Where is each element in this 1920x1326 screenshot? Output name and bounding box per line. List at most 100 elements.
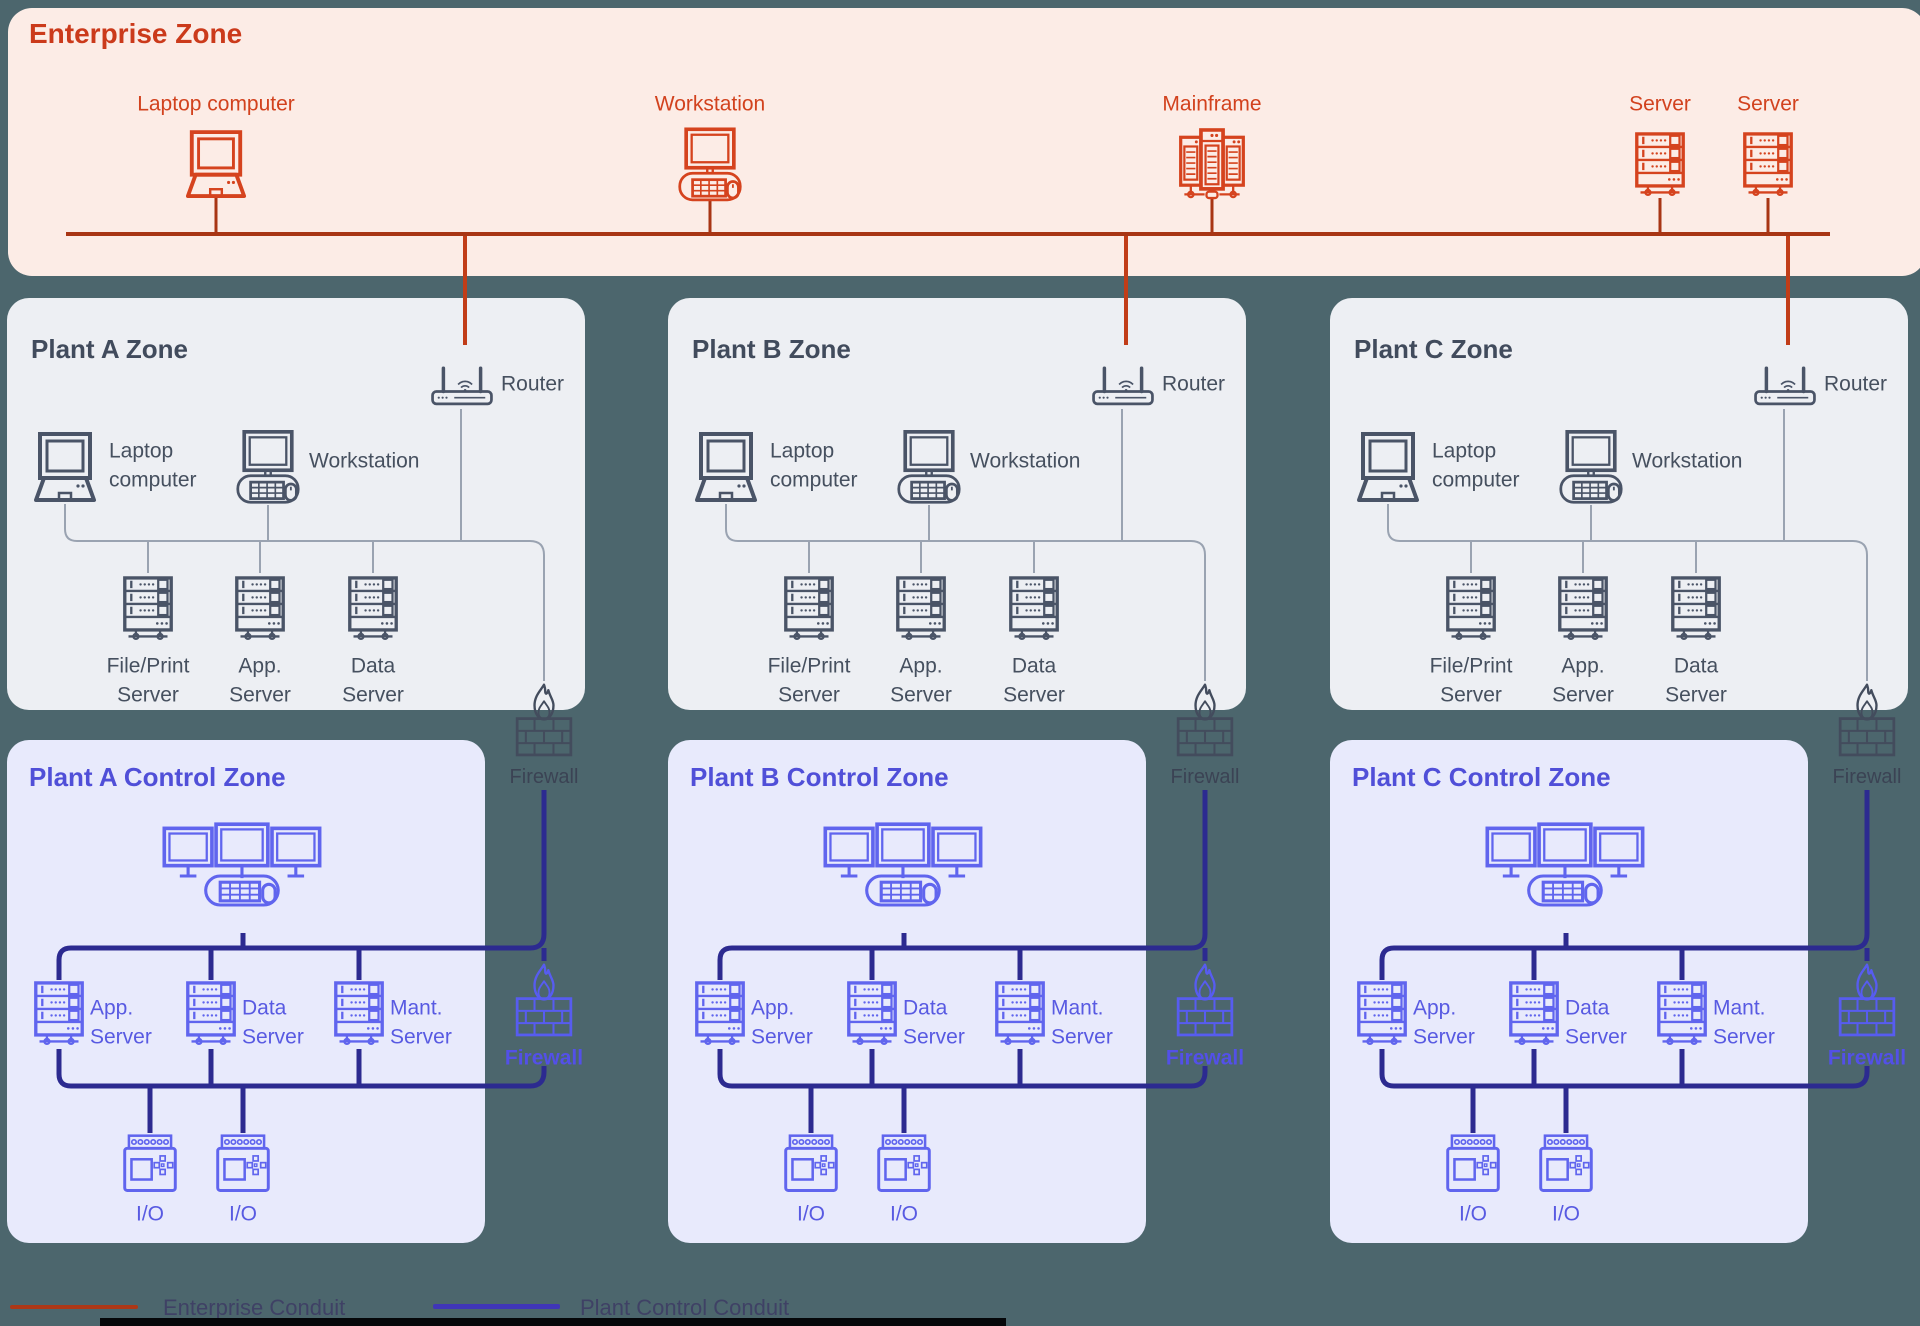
router-label: Router — [1824, 372, 1888, 396]
io-module-icon — [784, 1134, 838, 1193]
laptop-label: computer — [770, 468, 858, 492]
enterprise-zone-panel — [8, 8, 1920, 276]
plant-zone-title: Plant B Zone — [692, 334, 851, 364]
workstation-label: Workstation — [309, 449, 420, 473]
router-label: Router — [501, 372, 565, 396]
server-icon — [694, 980, 746, 1049]
router-label: Router — [1162, 372, 1226, 396]
server-icon — [185, 980, 237, 1049]
control-server-label: App. — [1413, 996, 1457, 1020]
io-module-icon — [123, 1134, 177, 1193]
plant-server-label: Server — [778, 683, 840, 707]
firewall-label: Firewall — [509, 766, 579, 788]
workstation-icon — [1558, 430, 1624, 505]
server-icon — [33, 980, 85, 1049]
plant-zone-title: Plant A Zone — [31, 334, 188, 364]
io-module-icon — [877, 1134, 931, 1193]
enterprise-zone-title: Enterprise Zone — [29, 18, 243, 49]
server-icon — [1557, 575, 1609, 644]
plant-zone-panel-0 — [7, 298, 585, 710]
control-server-label: App. — [90, 996, 134, 1020]
control-server-label: Data — [242, 996, 287, 1020]
control-server-label: Server — [1051, 1025, 1113, 1049]
firewall-label: Firewall — [1170, 766, 1240, 788]
server-icon — [846, 980, 898, 1049]
server-icon — [1445, 575, 1497, 644]
workstation-label: Workstation — [970, 449, 1081, 473]
hmi-workstation-icon — [162, 818, 324, 934]
firewall-label: Firewall — [504, 1046, 584, 1070]
server-icon — [1008, 575, 1060, 644]
workstation-icon — [235, 430, 301, 505]
control-server-label: Server — [90, 1025, 152, 1049]
plant-server-label: File/Print — [767, 654, 851, 678]
control-server-label: Server — [390, 1025, 452, 1049]
server-icon — [333, 980, 385, 1049]
firewall-label: Firewall — [1832, 766, 1902, 788]
laptop-label: Laptop — [770, 439, 835, 463]
laptop-label: Laptop — [1432, 439, 1497, 463]
server-icon — [994, 980, 1046, 1049]
io-label: I/O — [228, 1202, 258, 1226]
server-icon — [1356, 980, 1408, 1049]
control-server-label: Server — [1713, 1025, 1775, 1049]
router-icon — [1092, 362, 1154, 407]
plant-server-label: Server — [1552, 683, 1614, 707]
plant-zone-title: Plant C Zone — [1354, 334, 1513, 364]
laptop-icon — [33, 432, 97, 504]
laptop-label: computer — [109, 468, 197, 492]
hmi-workstation-icon — [1485, 818, 1647, 934]
control-server-label: Server — [903, 1025, 965, 1049]
enterprise-device-label: Workstation — [654, 92, 766, 116]
control-server-label: Server — [1565, 1025, 1627, 1049]
firewall-icon — [1837, 962, 1897, 1040]
workstation-icon — [896, 430, 962, 505]
firewall-icon — [1175, 962, 1235, 1040]
plant-server-label: File/Print — [1429, 654, 1513, 678]
server-icon — [1742, 131, 1794, 200]
firewall-icon — [514, 682, 574, 760]
plant-server-label: Server — [1665, 683, 1727, 707]
io-label: I/O — [796, 1202, 826, 1226]
io-label: I/O — [1458, 1202, 1488, 1226]
plant-server-label: File/Print — [106, 654, 190, 678]
firewall-label: Firewall — [1827, 1046, 1907, 1070]
plant-server-label: Data — [1673, 654, 1719, 678]
control-zone-title: Plant A Control Zone — [29, 762, 286, 792]
control-server-label: Data — [1565, 996, 1610, 1020]
io-module-icon — [216, 1134, 270, 1193]
workstation-icon — [677, 127, 743, 203]
control-server-label: Mant. — [390, 996, 443, 1020]
io-label: I/O — [135, 1202, 165, 1226]
plant-server-label: Server — [117, 683, 179, 707]
plant-server-label: App. — [899, 654, 943, 678]
laptop-label: Laptop — [109, 439, 174, 463]
enterprise-device-label: Laptop computer — [137, 92, 295, 116]
server-icon — [1670, 575, 1722, 644]
server-icon — [1656, 980, 1708, 1049]
laptop-icon — [1356, 432, 1420, 504]
firewall-icon — [1175, 682, 1235, 760]
server-icon — [1508, 980, 1560, 1049]
server-icon — [122, 575, 174, 644]
firewall-icon — [1837, 682, 1897, 760]
server-icon — [1634, 131, 1686, 200]
bottom-black-bar — [100, 1318, 1006, 1326]
control-zone-title: Plant B Control Zone — [690, 762, 949, 792]
server-icon — [783, 575, 835, 644]
enterprise-device-label: Server — [1737, 92, 1799, 116]
enterprise-device-label: Mainframe — [1162, 92, 1262, 116]
control-server-label: Mant. — [1713, 996, 1766, 1020]
server-icon — [895, 575, 947, 644]
workstation-label: Workstation — [1632, 449, 1743, 473]
io-label: I/O — [889, 1202, 919, 1226]
control-server-label: Server — [1413, 1025, 1475, 1049]
control-zone-title: Plant C Control Zone — [1352, 762, 1611, 792]
laptop-icon — [185, 130, 247, 200]
laptop-label: computer — [1432, 468, 1520, 492]
plant-server-label: Data — [1011, 654, 1057, 678]
mainframe-icon — [1177, 128, 1247, 200]
plant-server-label: Server — [1003, 683, 1065, 707]
